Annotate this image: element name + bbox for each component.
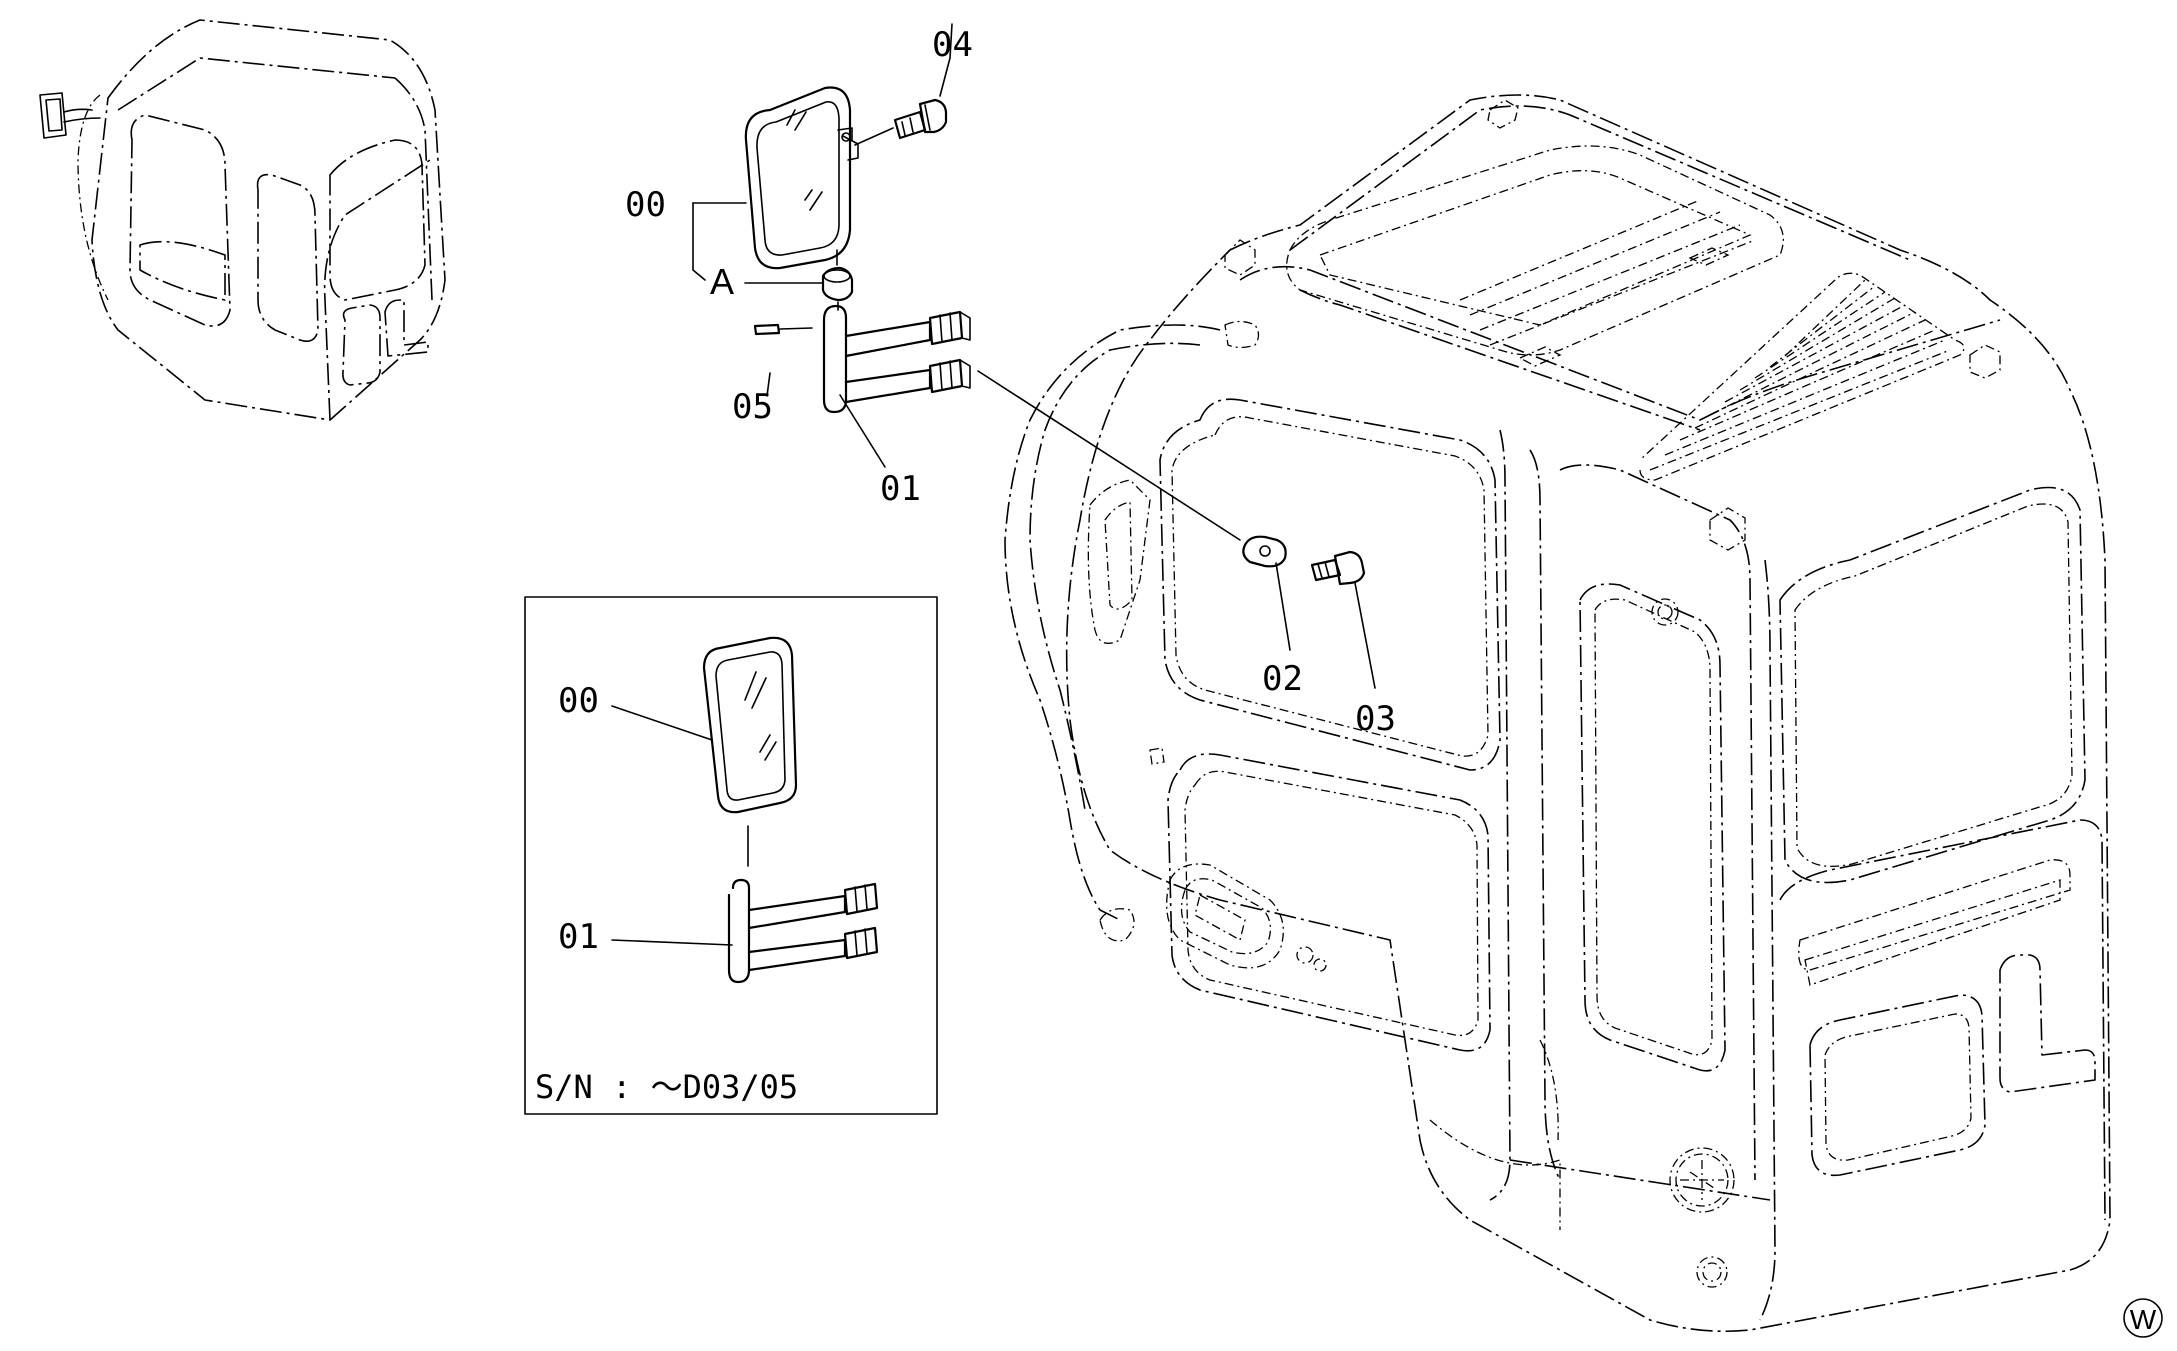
roof-vent <box>1639 272 1965 481</box>
callout-00: 00 <box>625 185 666 225</box>
callout-01: 01 <box>880 469 921 509</box>
reference-cab-thumbnail <box>39 19 446 421</box>
serial-range-inset <box>524 596 938 1115</box>
pin-part-05 <box>753 323 813 336</box>
rear-lamp-assembly <box>1651 598 1735 1288</box>
callout-02: 02 <box>1262 659 1303 699</box>
callout-05: 05 <box>732 387 773 427</box>
door-latch <box>1099 863 1327 972</box>
circled-mark-letter: W <box>2130 1304 2157 1335</box>
callout-04: 04 <box>932 25 973 65</box>
callout-a: A <box>710 261 734 302</box>
bolt-part-03 <box>1310 550 1376 689</box>
inset-callout-01: 01 <box>558 917 599 957</box>
mirror-assembly <box>692 23 1241 541</box>
mirror-part-00 <box>744 86 859 270</box>
serial-range-label: S/N : ～D03/05 <box>535 1068 798 1106</box>
inset-bracket <box>727 878 879 984</box>
nut-part-02 <box>1242 535 1291 651</box>
inset-callout-00: 00 <box>558 681 599 721</box>
callout-03: 03 <box>1355 699 1396 739</box>
sleeve-part <box>821 249 854 302</box>
inset-mirror <box>702 636 798 814</box>
screw-part-04 <box>854 98 948 146</box>
cab-body <box>1004 94 2111 1333</box>
circled-mark: W <box>2123 1298 2163 1338</box>
bracket-part-01 <box>822 304 971 414</box>
